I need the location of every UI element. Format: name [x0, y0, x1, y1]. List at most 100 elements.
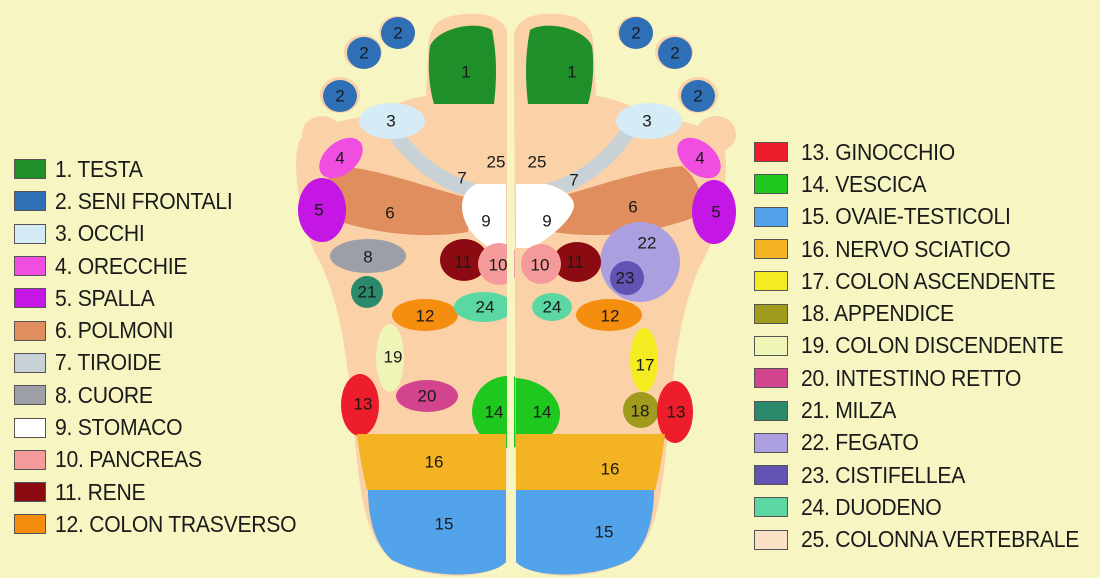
legend-item: 11. RENE: [14, 476, 317, 508]
right-label-12: 12: [601, 307, 620, 326]
legend-item: 4. ORECCHIE: [14, 250, 317, 282]
legend-label: 13. GINOCCHIO: [801, 138, 955, 165]
legend-item: 9. STOMACO: [14, 411, 317, 443]
legend-item: 1. TESTA: [14, 153, 317, 185]
legend-swatch: [14, 514, 46, 535]
legend-swatch: [754, 206, 788, 227]
left-label-13: 13: [354, 395, 373, 414]
legend-label: 15. OVAIE-TESTICOLI: [801, 203, 1011, 230]
legend-swatch: [14, 320, 46, 341]
legend-item: 17. COLON ASCENDENTE: [754, 265, 1100, 297]
left-zone-1-testa: [428, 25, 496, 104]
right-zone-10-pancreas: [521, 244, 561, 284]
right-label-2c: 2: [693, 87, 702, 106]
legend-label: 4. ORECCHIE: [55, 252, 188, 279]
left-label-15: 15: [435, 515, 454, 534]
legend-label: 1. TESTA: [55, 155, 143, 182]
right-label-4: 4: [695, 149, 704, 168]
right-label-22: 22: [638, 234, 657, 253]
legend-swatch: [754, 465, 788, 486]
left-label-8: 8: [363, 248, 372, 267]
legend-label: 7. TIROIDE: [55, 349, 162, 376]
legend-item: 14. VESCICA: [754, 168, 1100, 200]
legend-label: 19. COLON DISCENDENTE: [801, 332, 1064, 359]
legend-item: 10. PANCREAS: [14, 444, 317, 476]
legend-label: 25. COLONNA VERTEBRALE: [801, 526, 1080, 553]
legend-label: 24. DUODENO: [801, 493, 942, 520]
right-label-15: 15: [595, 523, 614, 542]
left-label-20: 20: [418, 387, 437, 406]
legend-swatch: [14, 256, 46, 277]
legend-swatch: [14, 159, 46, 180]
legend-swatch: [754, 400, 788, 421]
legend-label: 21. MILZA: [801, 397, 897, 424]
left-zone-15-ovaie-testicoli: [368, 490, 506, 575]
legend-swatch: [754, 142, 788, 163]
right-zone-14-vescica: [516, 378, 560, 448]
left-label-3: 3: [386, 112, 395, 131]
right-label-5: 5: [711, 203, 720, 222]
legend-label: 22. FEGATO: [801, 429, 919, 456]
left-zone-5-spalla: [298, 178, 346, 242]
right-label-10: 10: [531, 256, 550, 275]
left-zone-11-rene: [440, 239, 488, 281]
left-label-4: 4: [335, 149, 344, 168]
legend-item: 25. COLONNA VERTEBRALE: [754, 524, 1100, 556]
right-label-18: 18: [631, 402, 650, 421]
left-label-19: 19: [384, 348, 403, 367]
right-label-2b: 2: [670, 44, 679, 63]
right-label-1: 1: [567, 63, 576, 82]
legend-label: 20. INTESTINO RETTO: [801, 364, 1022, 391]
legend-item: 23. CISTIFELLEA: [754, 459, 1100, 491]
right-label-25: 25: [528, 153, 547, 172]
right-zone-2-seni-frontali-3: [681, 80, 715, 112]
legend-item: 2. SENI FRONTALI: [14, 185, 317, 217]
left-zone-21-milza: [351, 276, 383, 308]
right-zone-9-stomaco: [516, 184, 574, 248]
legend-label: 14. VESCICA: [801, 170, 927, 197]
legend-label: 9. STOMACO: [55, 414, 183, 441]
legend-swatch: [754, 174, 788, 195]
feet-gap: [507, 30, 514, 578]
legend-item: 20. INTESTINO RETTO: [754, 362, 1100, 394]
left-zone-3-occhi: [359, 103, 425, 139]
legend-swatch: [14, 223, 46, 244]
legend-swatch: [14, 417, 46, 438]
legend-label: 23. CISTIFELLEA: [801, 461, 966, 488]
right-zone-5-spalla: [692, 180, 736, 244]
right-zone-11-rene: [553, 242, 601, 282]
legend-swatch: [754, 432, 788, 453]
legend-swatch: [754, 239, 788, 260]
legend-item: 15. OVAIE-TESTICOLI: [754, 201, 1100, 233]
legend-swatch: [754, 368, 788, 389]
left-label-16: 16: [425, 453, 444, 472]
left-label-14: 14: [485, 403, 504, 422]
right-zone-2-seni-frontali-2: [658, 37, 692, 69]
right-zone-13-ginocchio: [657, 381, 693, 443]
left-toe-small-4: [302, 116, 342, 152]
legend-label: 11. RENE: [55, 478, 146, 505]
legend-right: 13. GINOCCHIO 14. VESCICA 15. OVAIE-TEST…: [754, 136, 1100, 556]
right-zone-12-colon-trasverso: [576, 299, 642, 331]
left-zone-2-seni-frontali-3: [323, 80, 357, 112]
right-zone-17-colon-ascendente: [630, 328, 658, 392]
legend-item: 12. COLON TRASVERSO: [14, 508, 317, 540]
legend-item: 5. SPALLA: [14, 282, 317, 314]
legend-label: 2. SENI FRONTALI: [55, 187, 233, 214]
left-zone-12-colon-trasverso: [392, 299, 458, 331]
legend-swatch: [754, 271, 788, 292]
legend-swatch: [14, 385, 46, 406]
legend-label: 12. COLON TRASVERSO: [55, 510, 297, 537]
left-label-10: 10: [489, 256, 508, 275]
legend-swatch: [754, 335, 788, 356]
right-label-11: 11: [566, 253, 584, 272]
left-label-7: 7: [457, 169, 466, 188]
right-label-17: 17: [636, 356, 655, 375]
right-label-14: 14: [533, 403, 552, 422]
right-zone-23-cistifellea: [610, 261, 644, 295]
right-label-3: 3: [642, 112, 651, 131]
legend-swatch: [14, 449, 46, 470]
legend-item: 21. MILZA: [754, 394, 1100, 426]
legend-item: 16. NERVO SCIATICO: [754, 233, 1100, 265]
